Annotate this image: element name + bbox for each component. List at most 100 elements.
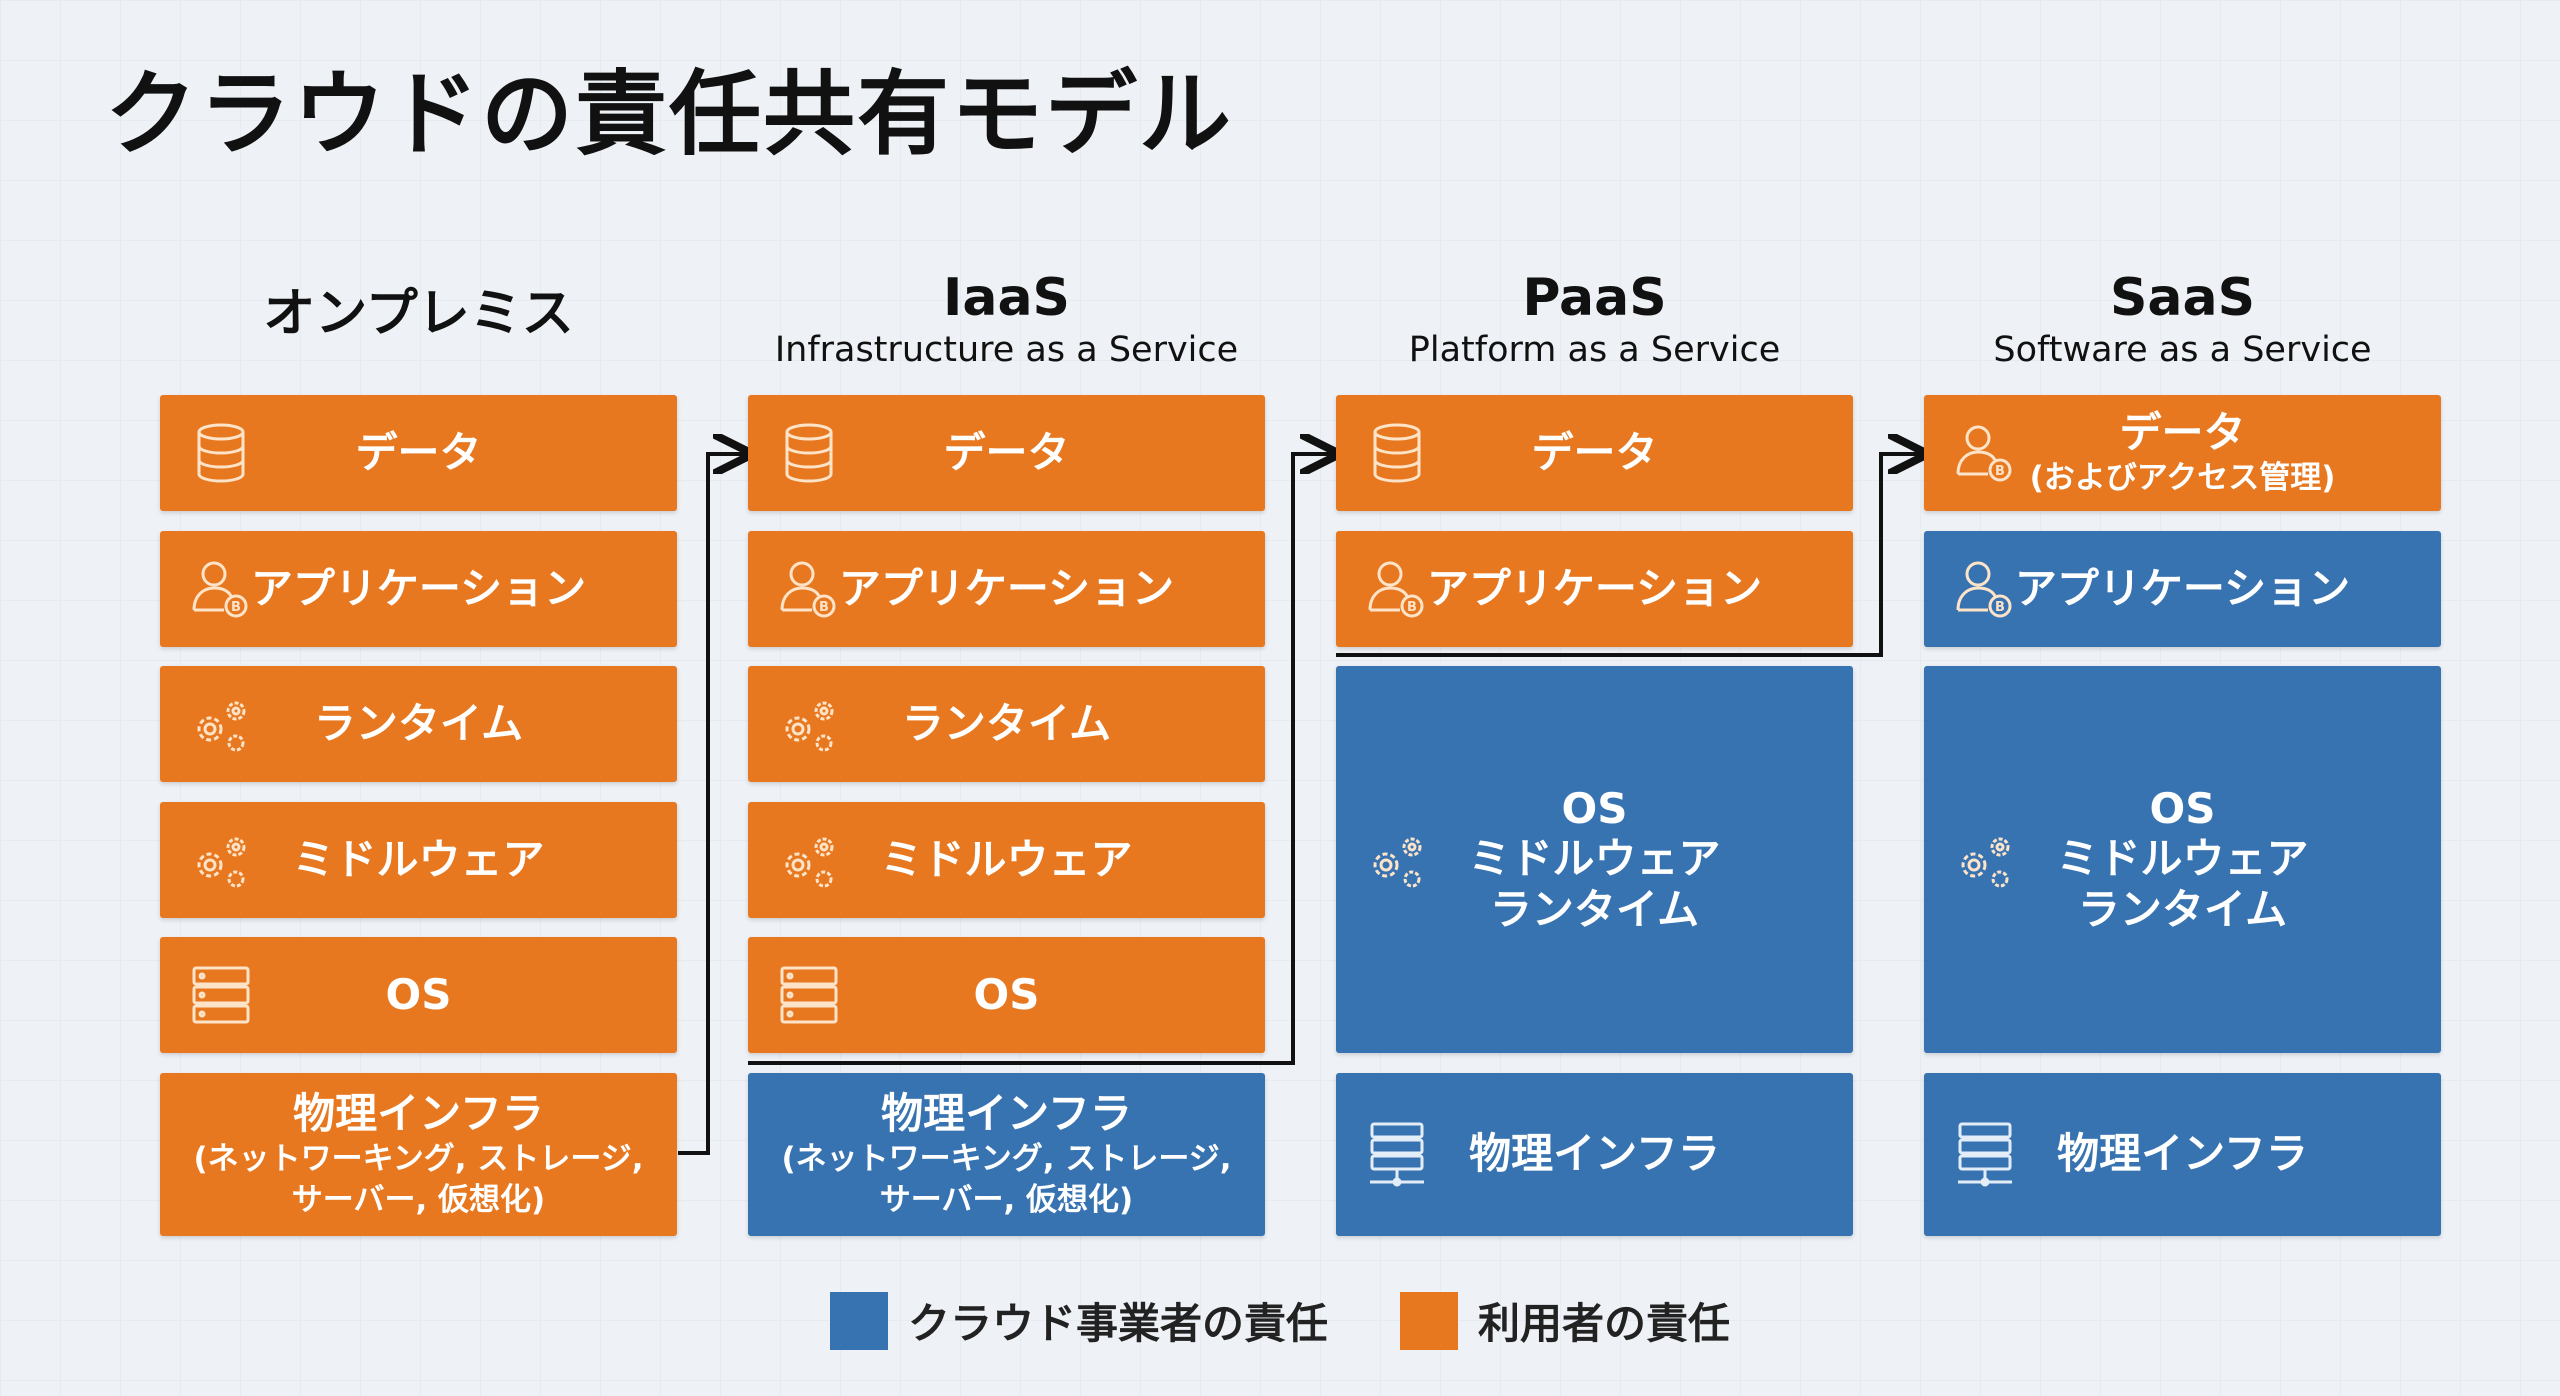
svg-text:B: B bbox=[1995, 600, 2005, 615]
layer-label: ランタイム bbox=[313, 698, 524, 748]
column-title: IaaS bbox=[943, 268, 1070, 328]
layer-text: データ bbox=[355, 428, 481, 478]
layer-text: ランタイム bbox=[902, 699, 1111, 749]
server-rack-icon bbox=[1950, 1120, 2020, 1190]
user-icon: B bbox=[186, 554, 256, 624]
layer-box-saas: B データ(およびアクセス管理) bbox=[1924, 395, 2441, 511]
layer-label: ミドルウェア bbox=[292, 834, 545, 884]
layer-text: アプリケーション bbox=[2015, 564, 2350, 614]
server-icon bbox=[774, 960, 844, 1030]
layer-text: アプリケーション bbox=[839, 564, 1174, 614]
svg-text:B: B bbox=[1995, 464, 2005, 479]
layer-label: 物理インフラ bbox=[2057, 1129, 2308, 1179]
layer-label: データ bbox=[943, 427, 1070, 477]
layer-text: データ(およびアクセス管理) bbox=[2030, 408, 2336, 499]
column-subtitle: Software as a Service bbox=[1993, 330, 2372, 370]
layer-label: OS bbox=[973, 969, 1040, 1019]
user-icon: B bbox=[1950, 418, 2020, 488]
layer-sublabel: (およびアクセス管理) bbox=[2029, 460, 2336, 497]
user-icon: B bbox=[774, 554, 844, 624]
layer-label: ランタイム bbox=[901, 698, 1112, 748]
server-rack-icon bbox=[1362, 1120, 1432, 1190]
server-icon bbox=[186, 960, 256, 1030]
layer-text: アプリケーション bbox=[1427, 564, 1762, 614]
layer-label: アプリケーション bbox=[1426, 563, 1763, 613]
column-title: PaaS bbox=[1522, 268, 1667, 328]
layer-label-3: ランタイム bbox=[1489, 884, 1700, 934]
column-subtitle: Infrastructure as a Service bbox=[774, 330, 1239, 370]
layer-box-onprem: ミドルウェア bbox=[160, 802, 677, 918]
layer-text: ランタイム bbox=[314, 699, 523, 749]
database-icon bbox=[774, 418, 844, 488]
legend-label-user: 利用者の責任 bbox=[1478, 1299, 1731, 1348]
layer-box-iaas: ランタイム bbox=[748, 666, 1265, 782]
layer-text: アプリケーション bbox=[251, 564, 586, 614]
layer-box-iaas: B アプリケーション bbox=[748, 531, 1265, 647]
gears-icon bbox=[774, 825, 844, 895]
layer-label: ミドルウェア bbox=[880, 834, 1133, 884]
layer-box-onprem: 物理インフラ(ネットワーキング, ストレージ, サーバー, 仮想化) bbox=[160, 1073, 677, 1236]
layer-box-saas: B アプリケーション bbox=[1924, 531, 2441, 647]
legend-user: 利用者の責任 bbox=[1400, 1290, 1730, 1351]
layer-box-iaas: ミドルウェア bbox=[748, 802, 1265, 918]
user-icon: B bbox=[1362, 554, 1432, 624]
column-subtitle: Platform as a Service bbox=[1408, 330, 1781, 370]
arrow-iaas-paas bbox=[748, 454, 1332, 1065]
layer-label: アプリケーション bbox=[838, 563, 1175, 613]
svg-text:B: B bbox=[1407, 600, 1417, 615]
layer-label: データ bbox=[1531, 427, 1658, 477]
layer-label: 物理インフラ bbox=[293, 1089, 544, 1138]
layer-label-3: ランタイム bbox=[2077, 884, 2288, 934]
user-icon: B bbox=[1950, 554, 2020, 624]
layer-box-paas: データ bbox=[1336, 395, 1853, 511]
layer-label-2: ミドルウェア bbox=[1468, 834, 1721, 884]
svg-text:B: B bbox=[819, 600, 829, 615]
layer-sublabel: (ネットワーキング, ストレージ, サーバー, 仮想化) bbox=[781, 1141, 1232, 1218]
layer-text: データ bbox=[943, 428, 1069, 478]
layer-label: アプリケーション bbox=[2014, 563, 2351, 613]
layer-sublabel: (ネットワーキング, ストレージ, サーバー, 仮想化) bbox=[193, 1141, 644, 1218]
arrow-onprem-iaas bbox=[678, 454, 745, 1155]
layer-label: 物理インフラ bbox=[1469, 1129, 1720, 1179]
column-title: SaaS bbox=[2109, 268, 2256, 328]
layer-text: 物理インフラ(ネットワーキング, ストレージ, サーバー, 仮想化) bbox=[190, 1089, 647, 1220]
layer-text: OS bbox=[386, 970, 452, 1020]
arrow-paas-saas bbox=[1336, 454, 1920, 657]
layer-label: アプリケーション bbox=[250, 563, 587, 613]
gears-icon bbox=[1950, 825, 2020, 895]
layer-label: OS bbox=[385, 969, 452, 1019]
layer-box-iaas: OS bbox=[748, 937, 1265, 1053]
layer-text: 物理インフラ bbox=[1469, 1129, 1720, 1179]
legend-swatch-user bbox=[1400, 1291, 1458, 1350]
svg-text:B: B bbox=[231, 600, 241, 615]
legend-label-provider: クラウド事業者の責任 bbox=[908, 1299, 1329, 1348]
layer-text: データ bbox=[1531, 428, 1657, 478]
layer-text: 物理インフラ bbox=[2057, 1129, 2308, 1179]
column-title: オンプレミス bbox=[263, 284, 574, 344]
layer-box-saas: 物理インフラ bbox=[1924, 1073, 2441, 1236]
layer-text: 物理インフラ(ネットワーキング, ストレージ, サーバー, 仮想化) bbox=[778, 1089, 1235, 1220]
layer-label: OS bbox=[1561, 783, 1628, 833]
database-icon bbox=[186, 418, 256, 488]
layer-box-onprem: データ bbox=[160, 395, 677, 511]
gears-icon bbox=[186, 825, 256, 895]
gears-icon bbox=[186, 689, 256, 759]
gears-icon bbox=[1362, 825, 1432, 895]
database-icon bbox=[1362, 418, 1432, 488]
page-title: クラウドの責任共有モデル bbox=[105, 61, 1234, 168]
layer-label: データ bbox=[355, 427, 482, 477]
legend-swatch-provider bbox=[830, 1291, 888, 1350]
column-header-onprem: オンプレミス bbox=[160, 284, 677, 344]
layer-label: OS bbox=[2149, 783, 2216, 833]
layer-box-onprem: B アプリケーション bbox=[160, 531, 677, 647]
layer-label-2: ミドルウェア bbox=[2056, 834, 2309, 884]
layer-box-onprem: OS bbox=[160, 937, 677, 1053]
layer-label: 物理インフラ bbox=[881, 1089, 1132, 1138]
